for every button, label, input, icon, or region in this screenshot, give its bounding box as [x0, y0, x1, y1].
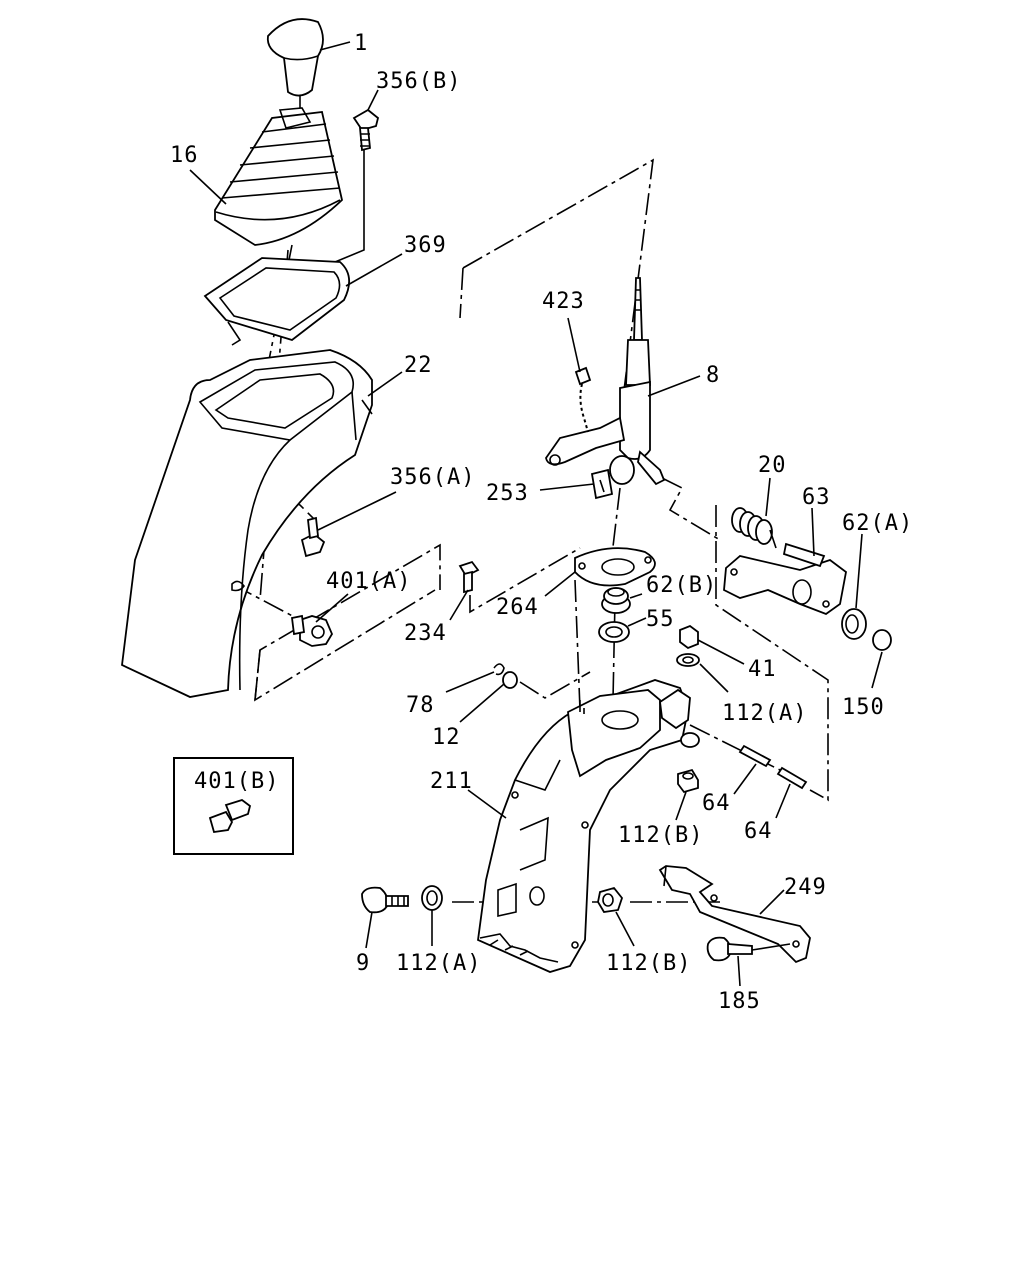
- pin-64-upper-part: [738, 744, 772, 768]
- label-part-249: 249: [784, 875, 827, 900]
- label-part-22: 22: [404, 353, 433, 378]
- label-part-16: 16: [170, 143, 199, 168]
- label-part-185: 185: [718, 989, 761, 1014]
- label-part-62a: 62(A): [842, 511, 913, 536]
- label-part-55: 55: [646, 607, 675, 632]
- bushing-55-part: [598, 621, 630, 643]
- clip-253-part: [590, 468, 614, 500]
- label-part-356a: 356(A): [390, 465, 475, 490]
- clip-401a-part: [231, 580, 334, 647]
- washer-62a-part: [841, 608, 867, 640]
- spring-20-part: [731, 507, 777, 549]
- label-part-211: 211: [430, 769, 473, 794]
- label-part-264: 264: [496, 595, 539, 620]
- bushing-112b-bottom-part: [597, 886, 624, 913]
- label-part-112b-bottom: 112(B): [606, 951, 691, 976]
- wire-423-part: [574, 366, 592, 433]
- label-part-8: 8: [706, 363, 720, 388]
- label-part-253: 253: [486, 481, 529, 506]
- washer-12-part: [502, 671, 518, 689]
- bolt-234-part: [458, 560, 480, 594]
- label-part-356b: 356(B): [376, 69, 461, 94]
- label-part-401a: 401(A): [326, 569, 411, 594]
- shift-boot-part: [214, 107, 343, 246]
- clip-78-part: [493, 663, 505, 676]
- callout-labels: 1 356(B) 16 369 22 356(A) 401(A) 401(B) …: [170, 31, 913, 1014]
- label-part-78: 78: [406, 693, 435, 718]
- pin-64-lower-part: [776, 766, 808, 790]
- label-part-112a-bottom: 112(A): [396, 951, 481, 976]
- leader-lines: [189, 41, 883, 987]
- label-part-112a-right: 112(A): [722, 701, 807, 726]
- cap-150-part: [872, 629, 892, 651]
- bracket-211-part: [477, 679, 700, 973]
- label-part-423: 423: [542, 289, 585, 314]
- label-part-234: 234: [404, 621, 447, 646]
- label-part-1: 1: [354, 31, 368, 56]
- label-part-9: 9: [356, 951, 370, 976]
- label-part-112b-middle: 112(B): [618, 823, 703, 848]
- label-part-20: 20: [758, 453, 787, 478]
- shift-knob-part: [266, 18, 324, 108]
- washer-112a-right-part: [676, 653, 700, 667]
- label-part-62b: 62(B): [646, 573, 717, 598]
- nut-41-part: [679, 624, 699, 650]
- gasket-264-part: [574, 547, 656, 587]
- washer-112a-bottom-part: [421, 885, 443, 911]
- screw-356b-part: [352, 108, 380, 152]
- clip-401b-inset: [173, 757, 294, 855]
- label-part-369: 369: [404, 233, 447, 258]
- boot-retainer-part: [203, 257, 350, 346]
- label-part-64-lower: 64: [744, 819, 773, 844]
- bushing-112b-middle-part: [677, 768, 699, 794]
- label-part-64-upper: 64: [702, 791, 731, 816]
- label-part-150: 150: [842, 695, 885, 720]
- bolt-9-part: [361, 886, 409, 914]
- shift-lever-8-part: [545, 277, 666, 486]
- label-part-12: 12: [432, 725, 461, 750]
- label-part-401b: 401(B): [194, 769, 279, 794]
- label-part-41: 41: [748, 657, 777, 682]
- console-cover-part: [121, 349, 373, 698]
- screw-356a-part: [300, 516, 326, 558]
- label-part-63: 63: [802, 485, 831, 510]
- bushing-62b-part: [601, 587, 631, 614]
- bracket-249-part: [658, 865, 811, 964]
- lever-63-part: [723, 542, 847, 616]
- bolt-185-part: [706, 936, 791, 962]
